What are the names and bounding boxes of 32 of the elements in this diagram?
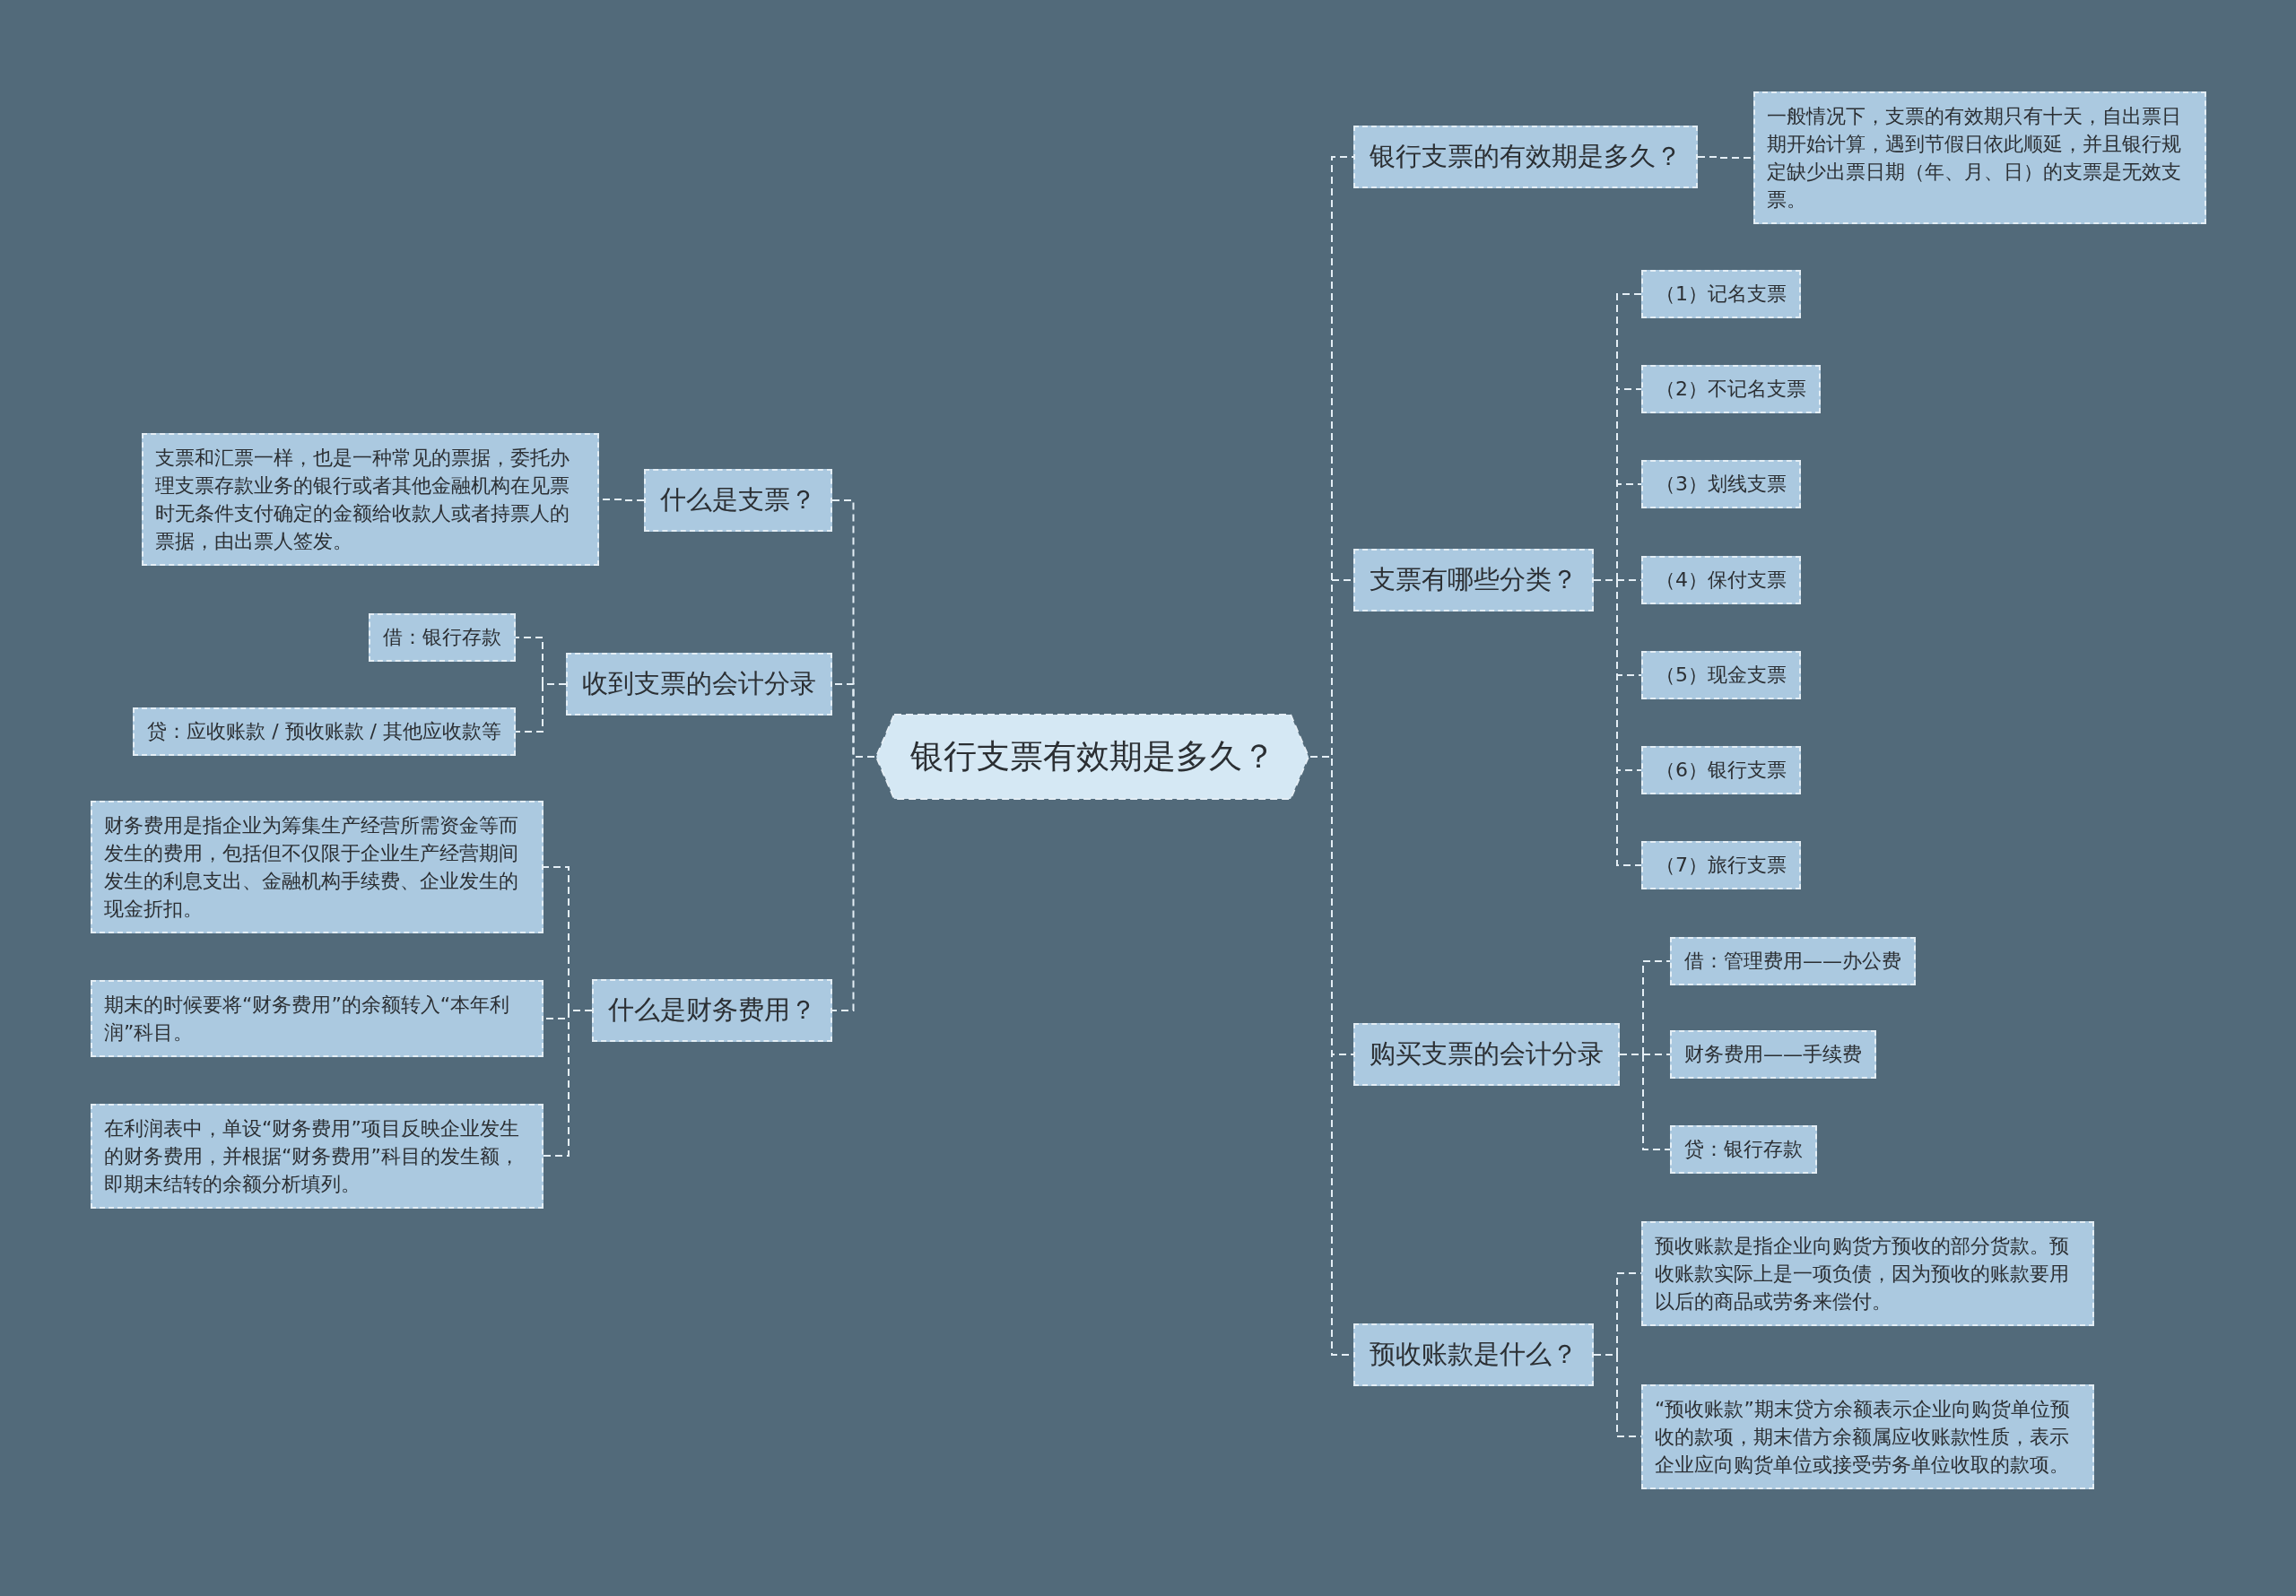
subtopic-box: （1）记名支票 xyxy=(1641,270,1801,318)
note-box: 期末的时候要将“财务费用”的余额转入“本年利润”科目。 xyxy=(91,980,544,1057)
connector-line xyxy=(543,1010,593,1157)
connector-line xyxy=(1593,579,1642,866)
topic-box: 支票有哪些分类？ xyxy=(1353,549,1594,612)
topic-box: 收到支票的会计分录 xyxy=(566,653,832,716)
topic-box: 预收账款是什么？ xyxy=(1353,1323,1594,1386)
subtopic-box: （2）不记名支票 xyxy=(1641,365,1821,413)
subtopic-box: 贷：应收账款 / 预收账款 / 其他应收款等 xyxy=(133,707,516,756)
subtopic-box: 借：管理费用——办公费 xyxy=(1670,937,1916,985)
subtopic-box: 贷：银行存款 xyxy=(1670,1125,1817,1174)
connector-line xyxy=(1619,1054,1671,1150)
subtopic-box: （7）旅行支票 xyxy=(1641,841,1801,889)
note-box: 在利润表中，单设“财务费用”项目反映企业发生的财务费用，并根据“财务费用”科目的发生额，即期末结转的余额分析填列。 xyxy=(91,1103,544,1209)
subtopic-box: （3）划线支票 xyxy=(1641,460,1801,508)
subtopic-box: （6）银行支票 xyxy=(1641,746,1801,794)
note-box: 财务费用是指企业为筹集生产经营所需资金等而发生的费用，包括但不仅限于企业生产经营期间发生的利息支出、金融机构手续费、企业发生的现金折扣。 xyxy=(91,801,544,933)
topic-box: 购买支票的会计分录 xyxy=(1353,1023,1620,1086)
connector-line xyxy=(515,683,567,733)
subtopic-box: 借：银行存款 xyxy=(369,613,516,662)
topic-box: 银行支票的有效期是多久？ xyxy=(1353,126,1698,188)
subtopic-box: （5）现金支票 xyxy=(1641,651,1801,699)
topic-box: 什么是财务费用？ xyxy=(592,979,832,1042)
note-box: 预收账款是指企业向购货方预收的部分货款。预收账款实际上是一项负债，因为预收的账款要用以后的商品或劳务来偿付。 xyxy=(1641,1220,2094,1326)
central-topic: 银行支票有效期是多久？ xyxy=(874,713,1310,801)
note-box: 支票和汇票一样，也是一种常见的票据，委托办理支票存款业务的银行或者其他金融机构在见票时无条件支付确定的金额给收款人或者持票人的票据，由出票人签发。 xyxy=(142,433,599,566)
subtopic-box: 财务费用——手续费 xyxy=(1670,1030,1876,1079)
note-box: 一般情况下，支票的有效期只有十天，自出票日期开始计算，遇到节假日依此顺延，并且银行规定缺少出票日期（年、月、日）的支票是无效支票。 xyxy=(1753,91,2206,224)
subtopic-box: （4）保付支票 xyxy=(1641,556,1801,604)
connector-line xyxy=(831,756,875,1011)
topic-box: 什么是支票？ xyxy=(644,469,832,532)
note-box: “预收账款”期末贷方余额表示企业向购货单位预收的款项，期末借方余额属应收账款性质，表示企业应向购货单位或接受劳务单位收取的款项。 xyxy=(1641,1383,2094,1489)
